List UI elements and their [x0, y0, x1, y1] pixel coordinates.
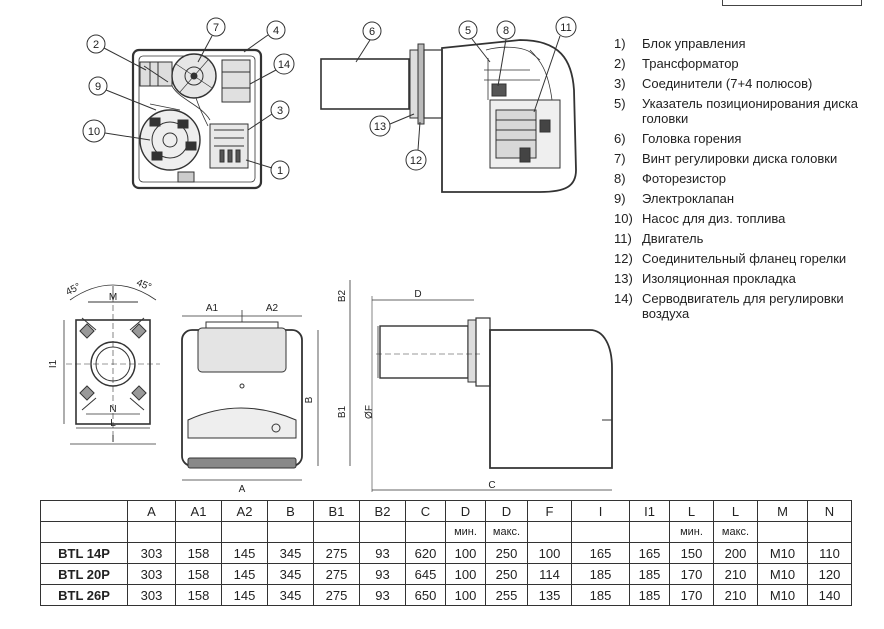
burner-side-view — [320, 39, 577, 193]
svg-text:7: 7 — [213, 22, 219, 34]
label-i1: I1 — [48, 359, 59, 368]
svg-text:11: 11 — [560, 22, 571, 34]
label-angle-right: 45° — [135, 277, 153, 293]
callouts: 7 4 2 14 9 3 10 1 6 5 8 11 13 12 — [82, 16, 577, 180]
svg-text:14: 14 — [278, 59, 290, 71]
callout-6: 6 — [355, 21, 382, 63]
label-phi-f: ØF — [364, 405, 375, 419]
callout-10: 10 — [82, 119, 151, 143]
callout-9: 9 — [88, 76, 157, 111]
burner-front-view — [131, 48, 263, 190]
legend-item: 8)Фоторезистор — [614, 171, 727, 186]
legend-item: 11)Двигатель — [614, 231, 704, 246]
label-angle-left: 45° — [64, 281, 83, 298]
svg-text:6: 6 — [369, 26, 375, 38]
legend-item: 14)Серводвигатель для регулировки воздух… — [614, 291, 844, 321]
legend-item: 1)Блок управления — [614, 36, 746, 51]
callout-12: 12 — [405, 121, 427, 171]
callout-11: 11 — [533, 16, 577, 113]
svg-text:9: 9 — [95, 81, 101, 93]
callout-8: 8 — [496, 20, 516, 87]
legend-item: 3)Соединители (7+4 полюсов) — [614, 76, 813, 91]
callout-4: 4 — [243, 20, 286, 53]
callout-7: 7 — [197, 17, 226, 63]
callout-14: 14 — [249, 53, 295, 85]
legend-item: 5)Указатель позиционирования диска голов… — [614, 96, 859, 126]
svg-text:12: 12 — [410, 155, 422, 167]
svg-text:5: 5 — [465, 25, 471, 37]
label-i: I — [112, 434, 115, 445]
svg-text:3: 3 — [277, 105, 283, 117]
svg-text:13: 13 — [374, 121, 386, 133]
svg-text:8: 8 — [503, 25, 509, 37]
label-m: M — [109, 292, 117, 303]
parts-legend: 1)Блок управления 2)Трансформатор 3)Соед… — [614, 36, 876, 326]
header-frame — [722, 0, 862, 6]
svg-text:2: 2 — [93, 39, 99, 51]
label-l: L — [110, 418, 116, 429]
legend-item: 10)Насос для диз. топлива — [614, 211, 786, 226]
svg-text:10: 10 — [88, 126, 100, 138]
legend-item: 2)Трансформатор — [614, 56, 739, 71]
callout-3: 3 — [247, 100, 290, 131]
svg-text:4: 4 — [273, 25, 279, 37]
label-b1: B1 — [337, 405, 348, 418]
legend-item: 13)Изоляционная прокладка — [614, 271, 796, 286]
label-b: B — [304, 396, 315, 403]
label-c: C — [488, 480, 495, 491]
label-n: N — [109, 404, 116, 415]
body-side-view: D B2 B1 ØF C — [337, 280, 613, 492]
legend-item: 7)Винт регулировки диска головки — [614, 151, 838, 166]
callout-5: 5 — [458, 20, 491, 63]
label-a: A — [239, 484, 246, 495]
label-b2: B2 — [337, 289, 348, 302]
technical-drawing: 7 4 2 14 9 3 10 1 6 5 8 11 13 12 45° — [48, 16, 613, 495]
label-d: D — [414, 289, 421, 300]
callout-13: 13 — [369, 113, 415, 137]
callout-1: 1 — [245, 159, 290, 180]
svg-text:1: 1 — [277, 165, 283, 177]
flange-view: 45° 45° M I1 N L I — [48, 277, 160, 445]
legend-item: 9)Электроклапан — [614, 191, 735, 206]
legend-item: 12)Соединительный фланец горелки — [614, 251, 847, 266]
legend-item: 6)Головка горения — [614, 131, 742, 146]
label-a2: A2 — [266, 303, 279, 314]
table-subheader-row: мин.макс. мин.макс. — [40, 521, 852, 543]
callout-2: 2 — [86, 34, 147, 71]
body-front-view: A1 A2 B A — [181, 303, 319, 495]
label-a1: A1 — [206, 303, 219, 314]
